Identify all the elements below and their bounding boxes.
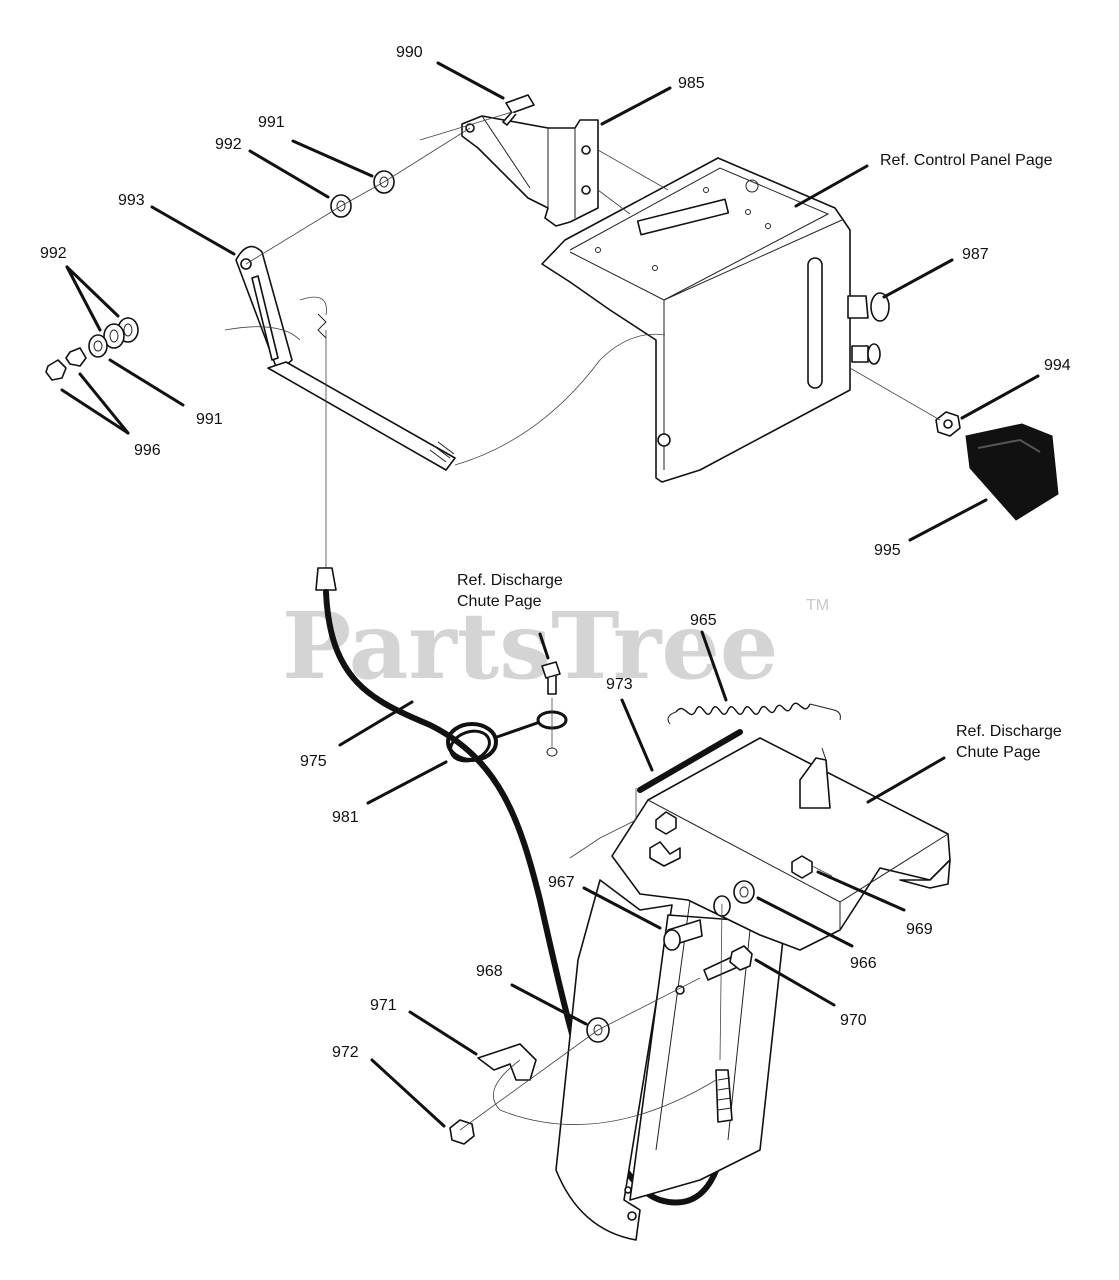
label-987: 987 — [962, 246, 989, 263]
label-985: 985 — [678, 75, 705, 92]
ref-discharge-chute-1-line1: Ref. Discharge — [457, 572, 563, 589]
label-991-left: 991 — [196, 411, 223, 428]
label-970: 970 — [840, 1012, 867, 1029]
label-971: 971 — [370, 997, 397, 1014]
nut-994 — [935, 411, 961, 437]
label-990: 990 — [396, 44, 423, 61]
cable-tie — [446, 720, 541, 763]
label-966: 966 — [850, 955, 877, 972]
bolt-990 — [502, 94, 535, 126]
phantom-lines-top — [224, 111, 941, 466]
leader-lines — [60, 61, 1040, 1128]
watermark-trademark: TM — [806, 597, 829, 614]
label-992-left: 992 — [40, 245, 67, 262]
label-995: 995 — [874, 542, 901, 559]
carriage-bolts-987 — [847, 292, 890, 365]
label-969: 969 — [906, 921, 933, 938]
chute-bolt — [536, 661, 568, 757]
label-973: 973 — [606, 676, 633, 693]
phantom-lines-bottom — [459, 788, 833, 1131]
shift-rod — [235, 245, 456, 471]
label-981: 981 — [332, 809, 359, 826]
washers-left — [45, 317, 139, 381]
ref-discharge-chute-1-line2: Chute Page — [457, 593, 542, 610]
label-972: 972 — [332, 1044, 359, 1061]
mounting-bracket — [461, 115, 599, 227]
control-cable — [315, 330, 727, 1206]
deflector — [611, 737, 951, 951]
label-996: 996 — [134, 442, 161, 459]
rod-973 — [637, 729, 743, 793]
label-992-top: 992 — [215, 136, 242, 153]
spring-965 — [667, 702, 841, 725]
label-967: 967 — [548, 874, 575, 891]
discharge-chute — [555, 879, 785, 1241]
label-965: 965 — [690, 612, 717, 629]
watermark: PartsTree — [282, 592, 778, 700]
label-993: 993 — [118, 192, 145, 209]
ref-control-panel: Ref. Control Panel Page — [880, 152, 1053, 169]
label-968: 968 — [476, 963, 503, 980]
control-panel — [541, 157, 851, 483]
label-991-top: 991 — [258, 114, 285, 131]
chute-hardware — [449, 811, 813, 1145]
ref-discharge-chute-2-line2: Chute Page — [956, 744, 1041, 761]
label-975: 975 — [300, 753, 327, 770]
ref-discharge-chute-2-line1: Ref. Discharge — [956, 723, 1062, 740]
knob-995 — [965, 423, 1059, 521]
label-994: 994 — [1044, 357, 1071, 374]
